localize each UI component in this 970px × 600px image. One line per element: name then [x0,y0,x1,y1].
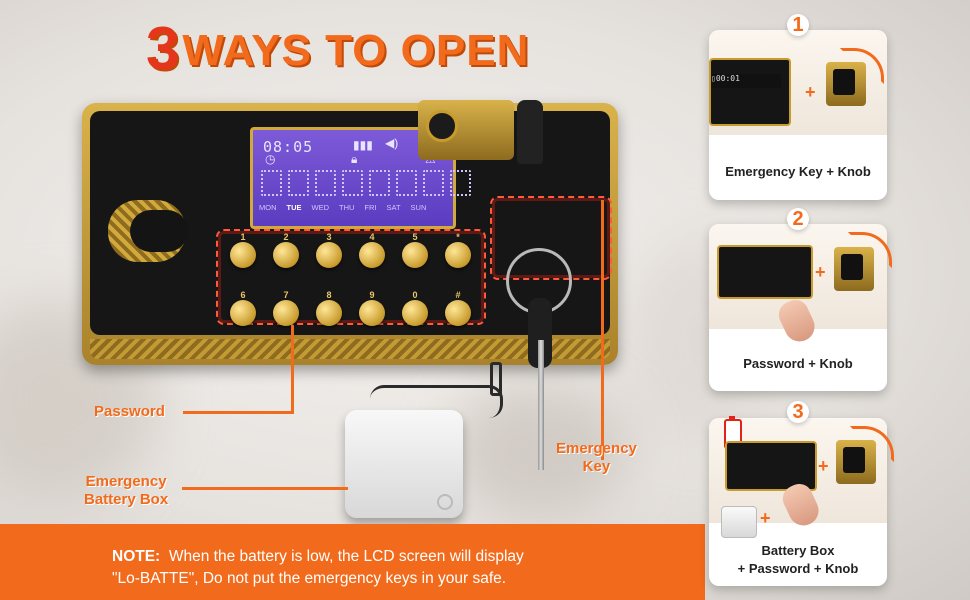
emergency-key-head[interactable] [517,100,543,164]
key-button[interactable] [273,300,299,326]
callout-password: Password [94,403,165,420]
cable-plug [490,362,502,396]
panel-rim [90,339,610,359]
mini-battery-box [721,506,757,538]
keypad-key[interactable]: 8 [314,290,344,326]
keyhole[interactable] [426,110,458,142]
keypad-key[interactable]: # [443,290,473,326]
lcd-day: THU [339,203,355,212]
headline: 3WAYS TO OPEN [146,14,529,83]
clock-icon: ◷ [265,152,276,166]
key-button[interactable] [273,242,299,268]
method-1-label: Emergency Key + Knob [725,164,871,179]
key-label: 0 [412,290,418,300]
key-label: 1 [240,232,246,242]
method-2-number: 2 [787,208,809,230]
method-1-number: 1 [787,14,809,36]
battery-icon: ▮▮▮ [353,138,373,152]
keypad-key[interactable]: 0 [400,290,430,326]
lcd-day: MON [259,203,277,212]
callout-emergency-key: Emergency Key [556,440,637,475]
password-callout-line-v [291,325,294,414]
password-callout-line [183,411,293,414]
callout-battery-box: Emergency Battery Box [84,473,169,508]
headline-number: 3 [146,15,181,82]
lcd-digit [261,170,282,196]
keypad-key[interactable]: 6 [228,290,258,326]
keypad-key[interactable]: 1 [228,232,258,268]
keypad-key[interactable]: 5 [400,232,430,268]
lcd-digit [423,170,444,196]
plus-icon: + [760,508,771,528]
lcd-day: FRI [364,203,377,212]
lcd-digit [450,170,471,196]
key-blade [538,340,544,470]
keypad-key[interactable]: 3 [314,232,344,268]
key-button[interactable] [316,300,342,326]
key-button[interactable] [445,242,471,268]
key-button[interactable] [230,242,256,268]
keypad-key[interactable]: 2 [271,232,301,268]
method-3-number: 3 [787,401,809,423]
lcd-day: WED [311,203,330,212]
key-label: 9 [369,290,375,300]
lcd-day: TUE [286,203,302,212]
battery-cable [370,385,503,418]
note-bar [0,524,705,600]
lcd-digit [396,170,417,196]
lcd-day: SAT [386,203,401,212]
emergency-battery-box[interactable] [345,410,463,518]
key-button[interactable] [445,300,471,326]
battery-callout-line [182,487,348,490]
key-label: 3 [326,232,332,242]
key-button[interactable] [230,300,256,326]
lcd-time: 08:05 [263,138,314,156]
key-label: 7 [283,290,289,300]
key-label: 2 [283,232,289,242]
method-3-safe [725,441,817,491]
lcd-digit [342,170,363,196]
keypad-highlight [216,229,486,325]
lcd-digit [369,170,390,196]
key-label: 6 [240,290,246,300]
method-1-lcd: ▯00:01 [711,74,781,88]
key-label: 4 [369,232,375,242]
key-label: 5 [412,232,418,242]
method-1-safe [709,58,791,126]
key-label: # [455,290,461,300]
keypad-key[interactable]: * [443,232,473,268]
plus-icon: + [805,82,816,102]
key-label: * [456,232,460,242]
key-button[interactable] [402,300,428,326]
plus-icon: + [818,456,829,476]
headline-text: WAYS TO OPEN [182,26,530,75]
method-2-safe [717,245,813,299]
lcd-day: SUN [410,203,427,212]
method-3-label: Battery Box + Password + Knob [737,543,859,576]
note-prefix: NOTE: [112,548,161,565]
method-2-label: Password + Knob [743,356,853,371]
keypad-key[interactable]: 9 [357,290,387,326]
keypad-key[interactable]: 4 [357,232,387,268]
plus-icon: + [815,262,826,282]
lcd-digit [315,170,336,196]
keypad-key[interactable]: 7 [271,290,301,326]
note-text: NOTE: When the battery is low, the LCD s… [112,546,524,590]
note-line2: "Lo-BATTE", Do not put the emergency key… [112,570,507,587]
key-label: 8 [326,290,332,300]
note-line1: When the battery is low, the LCD screen … [168,548,524,565]
lcd-digit [288,170,309,196]
keypad: 1 2 3 4 5 * 6 7 8 9 0 # [228,232,473,326]
key-button[interactable] [316,242,342,268]
knob-handle[interactable] [108,200,188,262]
key-callout-line [601,200,604,460]
key-button[interactable] [402,242,428,268]
key-button[interactable] [359,300,385,326]
key-button[interactable] [359,242,385,268]
lcd-days: MON TUE WED THU FRI SAT SUN [259,203,426,212]
speaker-icon: ◀) [385,136,399,150]
lcd-digit-row [261,170,471,196]
lock-icon: 🔒︎ [351,152,358,166]
